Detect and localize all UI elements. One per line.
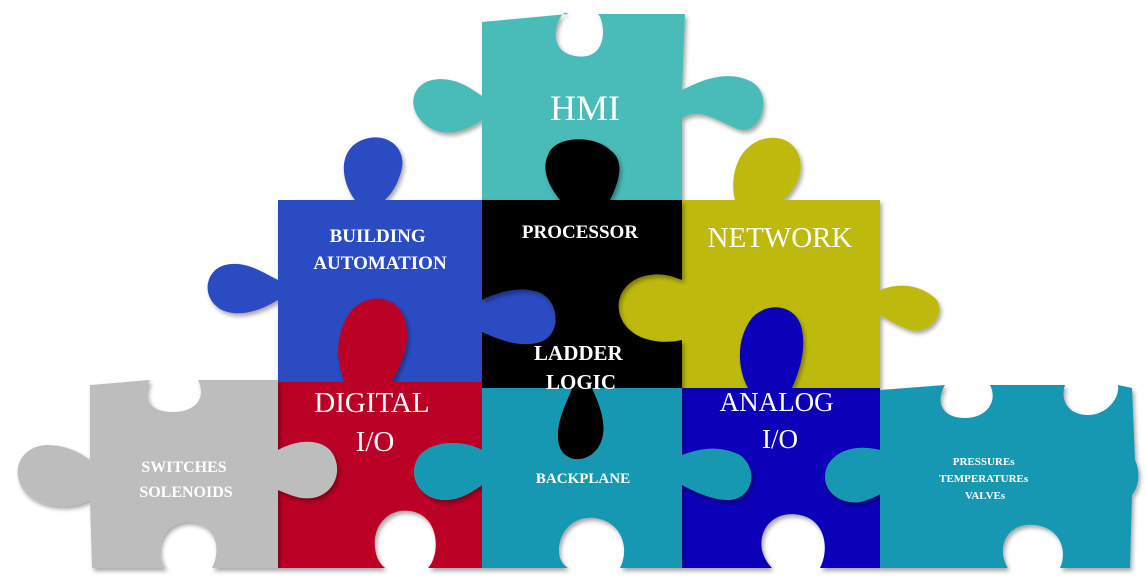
- analog-io-label: ANALOG I/O: [720, 387, 841, 454]
- piece-hmi-shape: [413, 12, 764, 201]
- piece-network-shape: [618, 137, 940, 388]
- piece-backplane-shape: [414, 388, 752, 568]
- piece-digital-io-shape: [278, 298, 482, 568]
- ladder-logic-label: LADDER LOGIC: [534, 341, 628, 394]
- piece-analog-io: [682, 307, 880, 568]
- backplane-label: BACKPLANE: [536, 471, 630, 487]
- piece-network: [618, 137, 940, 388]
- piece-backplane: [414, 388, 752, 568]
- piece-switches-solenoids: [17, 380, 338, 568]
- piece-field-devices: [825, 385, 1139, 568]
- piece-processor-shape: [482, 139, 682, 460]
- field-devices-label: PRESSUREs TEMPERATUREs VALVEs: [939, 456, 1031, 502]
- piece-hmi: [413, 12, 764, 201]
- processor-label: PROCESSOR: [522, 222, 638, 243]
- piece-building-automation: [207, 137, 556, 382]
- switches-solenoids-label: SWITCHES SOLENOIDS: [139, 459, 232, 501]
- piece-switches-solenoids-shape: [17, 380, 338, 568]
- piece-analog-io-shape: [682, 307, 880, 568]
- piece-digital-io: [278, 298, 482, 568]
- building-automation-label: BUILDING AUTOMATION: [313, 226, 447, 274]
- piece-building-automation-shape: [207, 137, 556, 382]
- network-label: NETWORK: [708, 222, 853, 254]
- hmi-label: HMI: [550, 88, 620, 128]
- piece-processor: [482, 139, 682, 460]
- piece-field-devices-shape: [825, 385, 1139, 568]
- digital-io-label: DIGITAL I/O: [314, 387, 435, 458]
